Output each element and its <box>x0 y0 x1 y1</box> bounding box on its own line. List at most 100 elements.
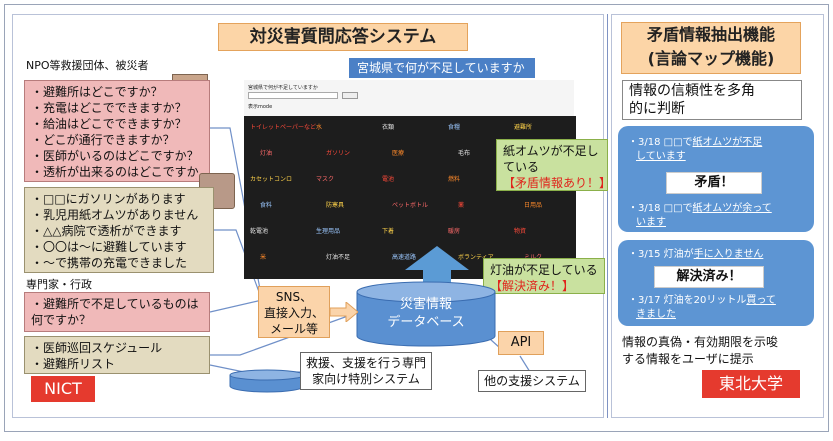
screenshot-query: 宮城県で何が不足していますか <box>248 85 318 91</box>
screenshot-header: 宮城県で何が不足していますか 表示mode <box>244 80 574 116</box>
expert-question-1: ・避難所で不足しているものは <box>31 297 199 311</box>
word-map-term[interactable]: 生理用品 <box>316 228 341 235</box>
word-map-term[interactable]: 電池 <box>382 176 395 183</box>
c1-line3-u1: 紙オムツ <box>692 203 733 214</box>
special-system-box: 救援、支援を行う専門 家向け特別システム <box>300 352 432 390</box>
word-map-term[interactable]: 灯油不足 <box>326 254 351 261</box>
special-line2: 家向け特別システム <box>312 372 420 386</box>
database-line2: データベース <box>387 315 465 330</box>
word-map-term[interactable]: ミルク <box>524 252 542 261</box>
sns-arrow-shape <box>330 302 358 322</box>
word-map-term[interactable]: 暖房 <box>448 228 461 235</box>
word-map-term[interactable]: ボランティア <box>458 254 494 261</box>
question-6: ・透析が出来るのはどこですか <box>31 165 199 179</box>
resolved-pill: 解決済み！ <box>654 266 764 288</box>
word-map-term[interactable]: ガソリン <box>326 150 351 157</box>
right-title-line1: 矛盾情報抽出機能 <box>646 25 775 44</box>
bottom-note-line2: する情報をユーザに提示 <box>622 352 754 366</box>
connector-eq <box>209 299 263 313</box>
kerosene-tag: 【解決済み！】 <box>490 279 575 293</box>
npo-label: NPO等救援団体、被災者 <box>26 59 149 72</box>
sns-box: SNS、 直接入力、 メール等 <box>258 286 330 338</box>
word-map-term[interactable]: 食糧 <box>448 124 461 131</box>
statement-3: ・△△病院で透析ができます <box>31 224 182 238</box>
expert-question-box: ・避難所で不足しているものは 何ですか？ <box>24 292 210 332</box>
database-line1: 災害情報 <box>399 297 452 312</box>
word-map-term[interactable]: 毛布 <box>458 150 471 157</box>
c1-u2: が不足 <box>732 137 763 148</box>
word-map-term[interactable]: 日用品 <box>524 202 543 209</box>
word-map-term[interactable]: 避難所 <box>514 124 533 131</box>
statement-4: ・〇〇は～に避難しています <box>31 240 187 254</box>
word-map-term[interactable]: 燃料 <box>448 176 461 183</box>
judgement-line2: 的に判断 <box>629 101 685 117</box>
right-panel <box>611 14 824 418</box>
statement-1: ・□□にガソリンがあります <box>31 192 186 206</box>
c1-line3-prefix: ・3/18 □□で <box>628 203 693 214</box>
tohoku-badge: 東北大学 <box>702 370 800 398</box>
word-map-term[interactable]: 高速道路 <box>392 254 417 261</box>
schedule-box: ・医師巡回スケジュール ・避難所リスト <box>24 336 210 374</box>
c1-line4: います <box>636 216 666 230</box>
api-box: API <box>498 331 544 355</box>
question-2: ・充電はどこでできますか？ <box>31 101 187 115</box>
up-arrow <box>405 246 469 296</box>
c1-line1: ・3/18 □□で紙オムツが不足 <box>628 136 762 150</box>
statement-2: ・乳児用紙オムツがありません <box>31 208 199 222</box>
word-map-term[interactable]: カセットコンロ <box>250 176 293 183</box>
expert-question-2: 何ですか？ <box>31 313 92 327</box>
word-map-term[interactable]: 乾電池 <box>250 228 269 235</box>
word-map-term[interactable]: 米 <box>260 254 267 261</box>
c2-prefix: ・3/15 灯油が <box>628 249 694 260</box>
right-title: 矛盾情報抽出機能 (言論マップ機能) <box>621 22 801 74</box>
schedule-2: ・避難所リスト <box>31 357 116 371</box>
c1-u1: 紙オムツ <box>692 137 733 148</box>
question-4: ・どこが通行できますか？ <box>31 133 175 147</box>
kerosene-box: 灯油が不足している 【解決済み！】 <box>483 258 605 294</box>
other-systems-box: 他の支援システム <box>478 370 586 392</box>
word-map-term[interactable]: 物資 <box>514 228 527 235</box>
nict-badge: NICT <box>31 376 95 402</box>
shortage-line1: 紙オムツが不足し <box>503 144 599 158</box>
c2-line2-prefix: ・3/17 灯油を20リットル <box>628 295 747 306</box>
word-map-term[interactable]: 防寒具 <box>326 202 345 209</box>
word-map-term[interactable]: 食料 <box>260 202 273 209</box>
sns-arrow <box>330 302 358 322</box>
sns-line3: メール等 <box>269 322 318 336</box>
c2-line3-u: きました <box>636 309 676 320</box>
word-map-term[interactable]: 薬 <box>458 202 465 209</box>
c1-prefix: ・3/18 □□で <box>628 137 693 148</box>
panel-divider <box>607 14 608 418</box>
question-1: ・避難所はどこですか？ <box>31 85 163 99</box>
word-map-term[interactable]: 医療 <box>392 150 405 157</box>
word-map-term[interactable]: 衣類 <box>382 124 395 131</box>
word-map-term[interactable]: 下着 <box>382 228 395 235</box>
database-icon <box>356 281 496 347</box>
word-map-term[interactable]: 水 <box>316 124 323 131</box>
screenshot-input[interactable] <box>248 92 338 99</box>
sns-line2: 直接入力、 <box>263 306 324 320</box>
screenshot-mode: 表示mode <box>248 104 273 110</box>
question-5: ・医師がいるのはどこですか？ <box>31 149 199 163</box>
expert-label: 専門家・行政 <box>26 278 92 291</box>
judgement-box: 情報の信頼性を多角 的に判断 <box>622 80 802 120</box>
question-3: ・給油はどこでできますか？ <box>31 117 187 131</box>
c2-line1: ・3/15 灯油が手に入りません <box>628 248 763 262</box>
word-map-term[interactable]: マスク <box>316 176 335 183</box>
word-map-term[interactable]: 灯油 <box>260 150 273 157</box>
c1-line3: ・3/18 □□で紙オムツが余って <box>628 202 772 216</box>
word-map-term[interactable]: ペットボトル <box>392 202 429 209</box>
word-map-term[interactable]: トイレットペーパーなど <box>250 124 316 131</box>
schedule-1: ・医師巡回スケジュール <box>31 341 163 355</box>
database-top <box>356 281 496 303</box>
up-arrow-shape <box>405 246 469 296</box>
kerosene-line: 灯油が不足している <box>490 263 598 277</box>
database-label: 災害情報 データベース <box>355 296 497 332</box>
special-db-icon <box>229 369 305 393</box>
shortage-line2: ている <box>503 160 540 174</box>
judgement-line1: 情報の信頼性を多角 <box>629 83 755 99</box>
statement-5: ・～で携帯の充電できました <box>31 256 188 270</box>
screenshot-button[interactable] <box>342 92 358 99</box>
c2-line3: きました <box>636 308 676 322</box>
main-title: 対災害質問応答システム <box>218 23 468 51</box>
